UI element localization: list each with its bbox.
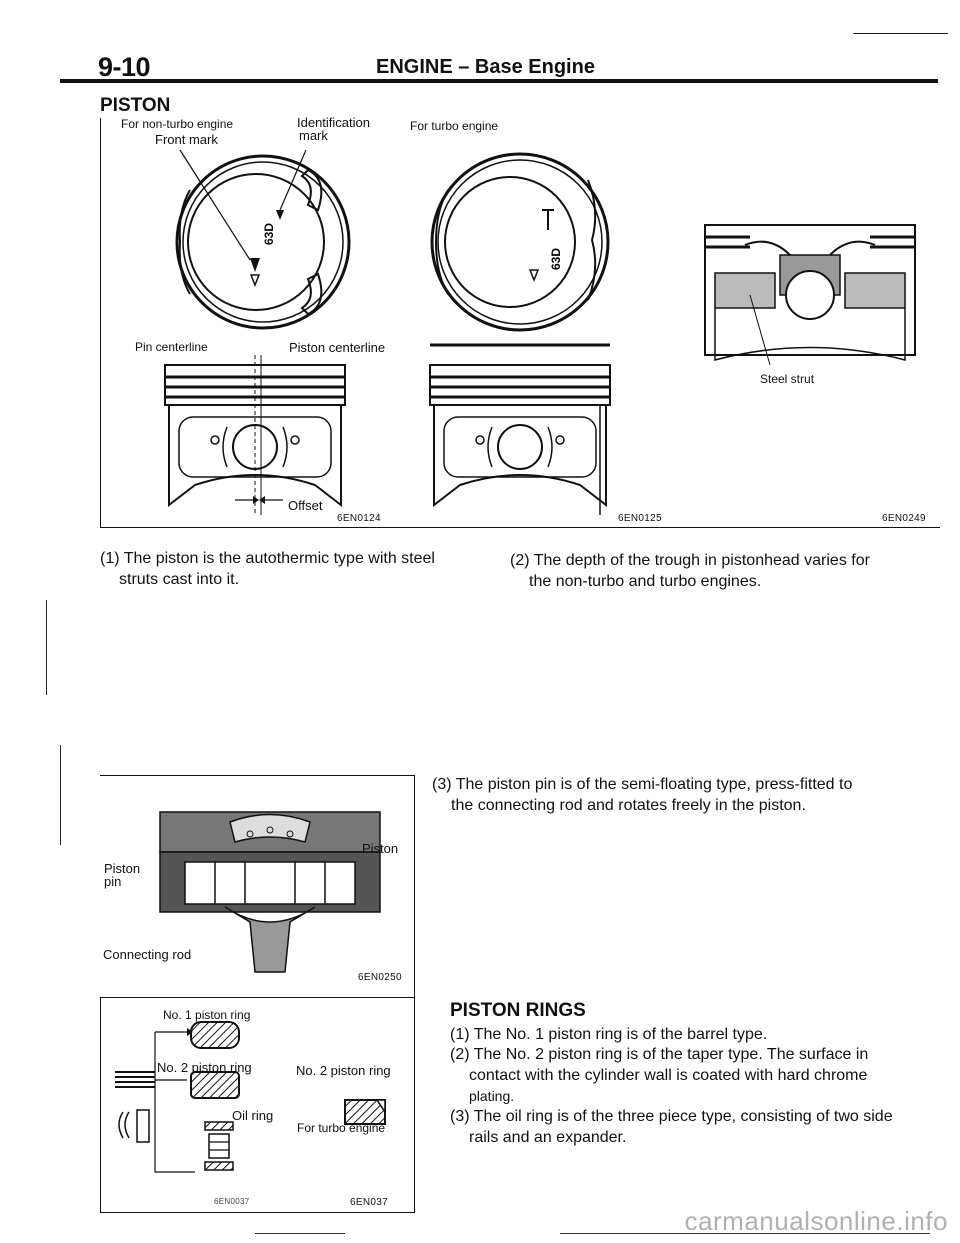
rings-item-3: (3) The oil ring is of the three piece t…	[450, 1108, 893, 1146]
label-piston-centerline: Piston centerline	[289, 340, 386, 355]
ring-figure-frame	[100, 997, 415, 1213]
figure-frame-bottom	[100, 527, 940, 528]
section-heading-piston: PISTON	[100, 95, 171, 116]
watermark: carmanualsonline.info	[684, 1206, 948, 1236]
pin-figure-code: 6EN0250	[358, 972, 402, 983]
label-offset: Offset	[288, 498, 323, 513]
label-front-mark: Front mark	[155, 132, 218, 147]
label-connecting-rod: Connecting rod	[103, 947, 192, 962]
footer-rule-right	[560, 1233, 930, 1234]
label-steel-strut: Steel strut	[760, 372, 815, 386]
figure-code-c: 6EN0249	[882, 513, 926, 524]
piston-top-view-turbo: 63D	[430, 152, 610, 332]
note-2: (2) The depth of the trough in pistonhea…	[510, 552, 870, 590]
label-non-turbo: For non-turbo engine	[121, 117, 234, 131]
label-turbo: For turbo engine	[410, 119, 499, 133]
footer-rule-left	[255, 1233, 345, 1234]
label-piston: Piston	[362, 841, 399, 856]
label-oil-ring: Oil ring	[232, 1108, 274, 1123]
rings-item-1: (1) The No. 1 piston ring is of the barr…	[450, 1026, 768, 1043]
pin-figure-frame	[100, 775, 415, 997]
margin-mark-1	[46, 600, 47, 695]
label-identification-mark: Identification mark	[297, 115, 370, 143]
note-3: (3) The piston pin is of the semi-floati…	[432, 776, 853, 814]
page-number: 9-10	[98, 52, 151, 82]
page-title: ENGINE – Base Engine	[376, 56, 595, 78]
label-no2-ring-turbo: No. 2 piston ring	[296, 1063, 391, 1078]
stamp-mark-non-turbo: 63D	[262, 223, 276, 245]
piston-top-view-non-turbo: 63D	[175, 149, 351, 330]
note-1: (1) The piston is the autothermic type w…	[100, 550, 435, 588]
figure-code-a: 6EN0124	[337, 513, 381, 524]
label-no1-ring: No. 1 piston ring	[163, 1008, 251, 1022]
label-pin-centerline: Pin centerline	[135, 340, 208, 354]
margin-mark-2	[60, 745, 61, 845]
stamp-mark-turbo: 63D	[549, 248, 563, 270]
header-rule	[60, 79, 938, 83]
section-heading-piston-rings: PISTON RINGS	[450, 1000, 586, 1021]
piston-ring-diagram	[115, 1021, 386, 1173]
top-rule	[853, 33, 948, 34]
figure-code-b: 6EN0125	[618, 513, 662, 524]
figure-frame-left	[100, 118, 101, 528]
piston-cutaway-steel-strut	[704, 224, 916, 366]
rings-item-2: (2) The No. 2 piston ring is of the tape…	[450, 1046, 869, 1104]
piston-side-view-turbo	[429, 343, 611, 515]
piston-side-view-non-turbo	[164, 355, 346, 515]
label-piston-pin: Piston pin	[104, 861, 141, 889]
piston-pin-cutaway	[159, 811, 381, 973]
ring-figure-code-left: 6EN0037	[214, 1197, 250, 1206]
ring-figure-code-right: 6EN037	[350, 1197, 388, 1208]
